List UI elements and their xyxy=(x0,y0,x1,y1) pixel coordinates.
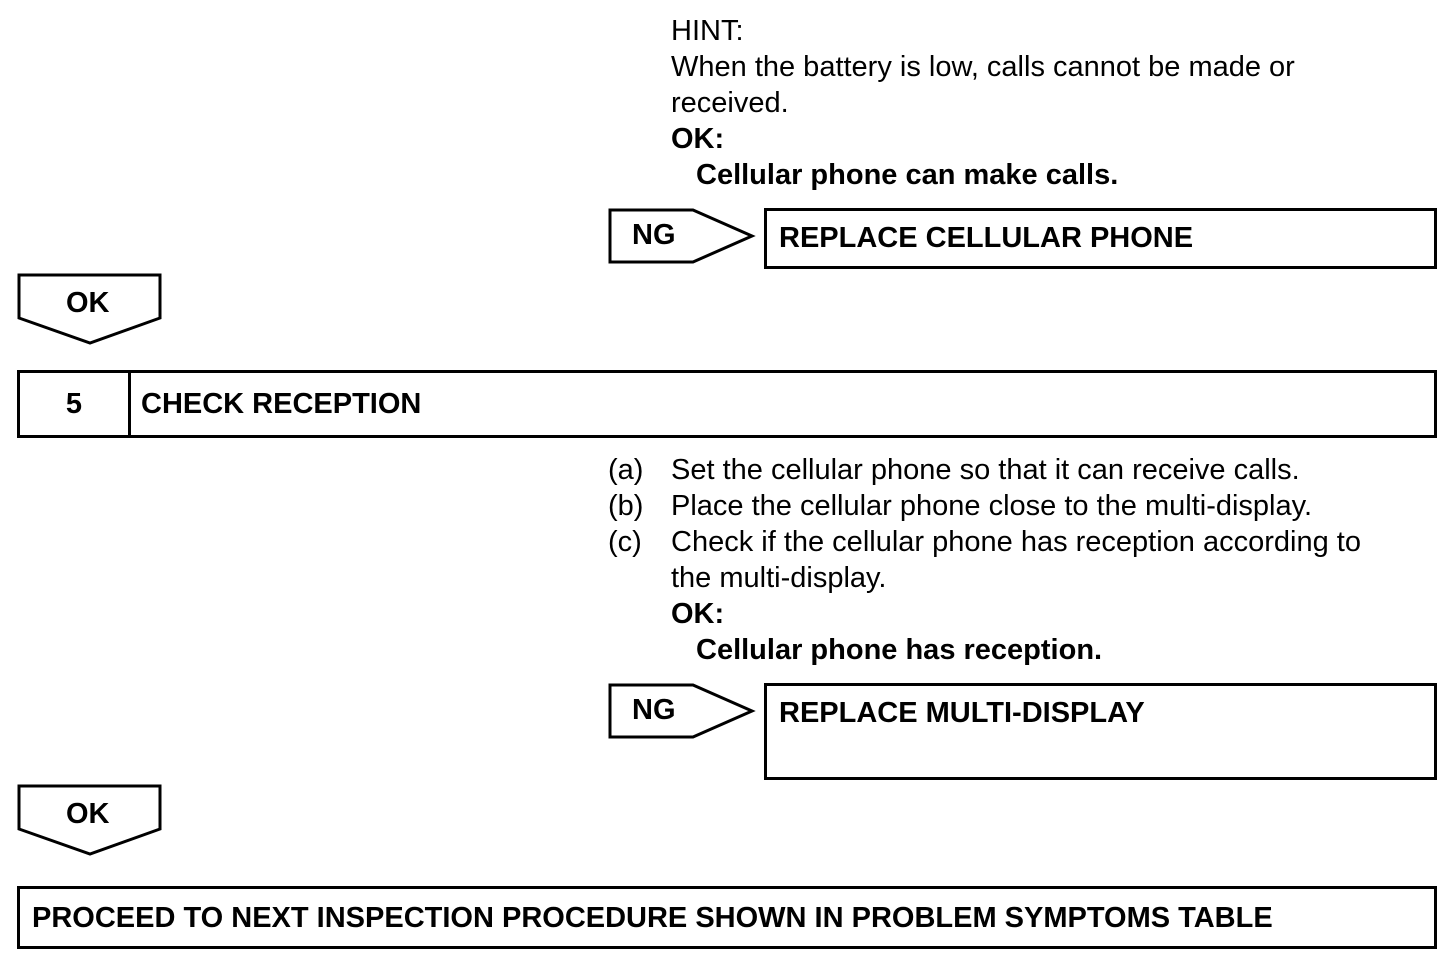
ok-arrow-2 xyxy=(17,784,162,856)
flow-ok-label-1: OK xyxy=(66,287,110,319)
ng-action-box-2: REPLACE MULTI-DISPLAY xyxy=(764,683,1437,780)
step-title: CHECK RECEPTION xyxy=(141,388,422,420)
ng-action-text-2: REPLACE MULTI-DISPLAY xyxy=(779,697,1145,729)
item-c-marker: (c) xyxy=(608,526,642,558)
ng-label-1: NG xyxy=(632,219,676,251)
ok-criteria-text-1: Cellular phone can make calls. xyxy=(696,159,1119,191)
hint-label: HINT: xyxy=(671,15,744,47)
final-action-box: PROCEED TO NEXT INSPECTION PROCEDURE SHO… xyxy=(17,886,1437,949)
ok-criteria-label-1: OK: xyxy=(671,123,725,155)
item-c-text-line1: Check if the cellular phone has receptio… xyxy=(671,526,1361,558)
ng-arrow-2 xyxy=(608,683,756,739)
hint-text-line2: received. xyxy=(671,87,789,119)
item-a-marker: (a) xyxy=(608,454,644,486)
step-header-divider xyxy=(128,373,131,435)
step-5-header: 5 CHECK RECEPTION xyxy=(17,370,1437,438)
item-a-text: Set the cellular phone so that it can re… xyxy=(671,454,1300,486)
flow-ok-label-2: OK xyxy=(66,798,110,830)
ok-criteria-text-2: Cellular phone has reception. xyxy=(696,634,1103,666)
item-c-text-line2: the multi-display. xyxy=(671,562,887,594)
ng-arrow-1 xyxy=(608,208,756,264)
ng-action-box-1: REPLACE CELLULAR PHONE xyxy=(764,208,1437,269)
step-number: 5 xyxy=(65,388,83,420)
ng-action-text-1: REPLACE CELLULAR PHONE xyxy=(779,222,1194,254)
ok-arrow-1 xyxy=(17,273,162,345)
item-b-text: Place the cellular phone close to the mu… xyxy=(671,490,1313,522)
hint-text-line1: When the battery is low, calls cannot be… xyxy=(671,51,1295,83)
item-b-marker: (b) xyxy=(608,490,644,522)
final-action-text: PROCEED TO NEXT INSPECTION PROCEDURE SHO… xyxy=(32,902,1273,934)
ng-label-2: NG xyxy=(632,694,676,726)
ok-criteria-label-2: OK: xyxy=(671,598,725,630)
